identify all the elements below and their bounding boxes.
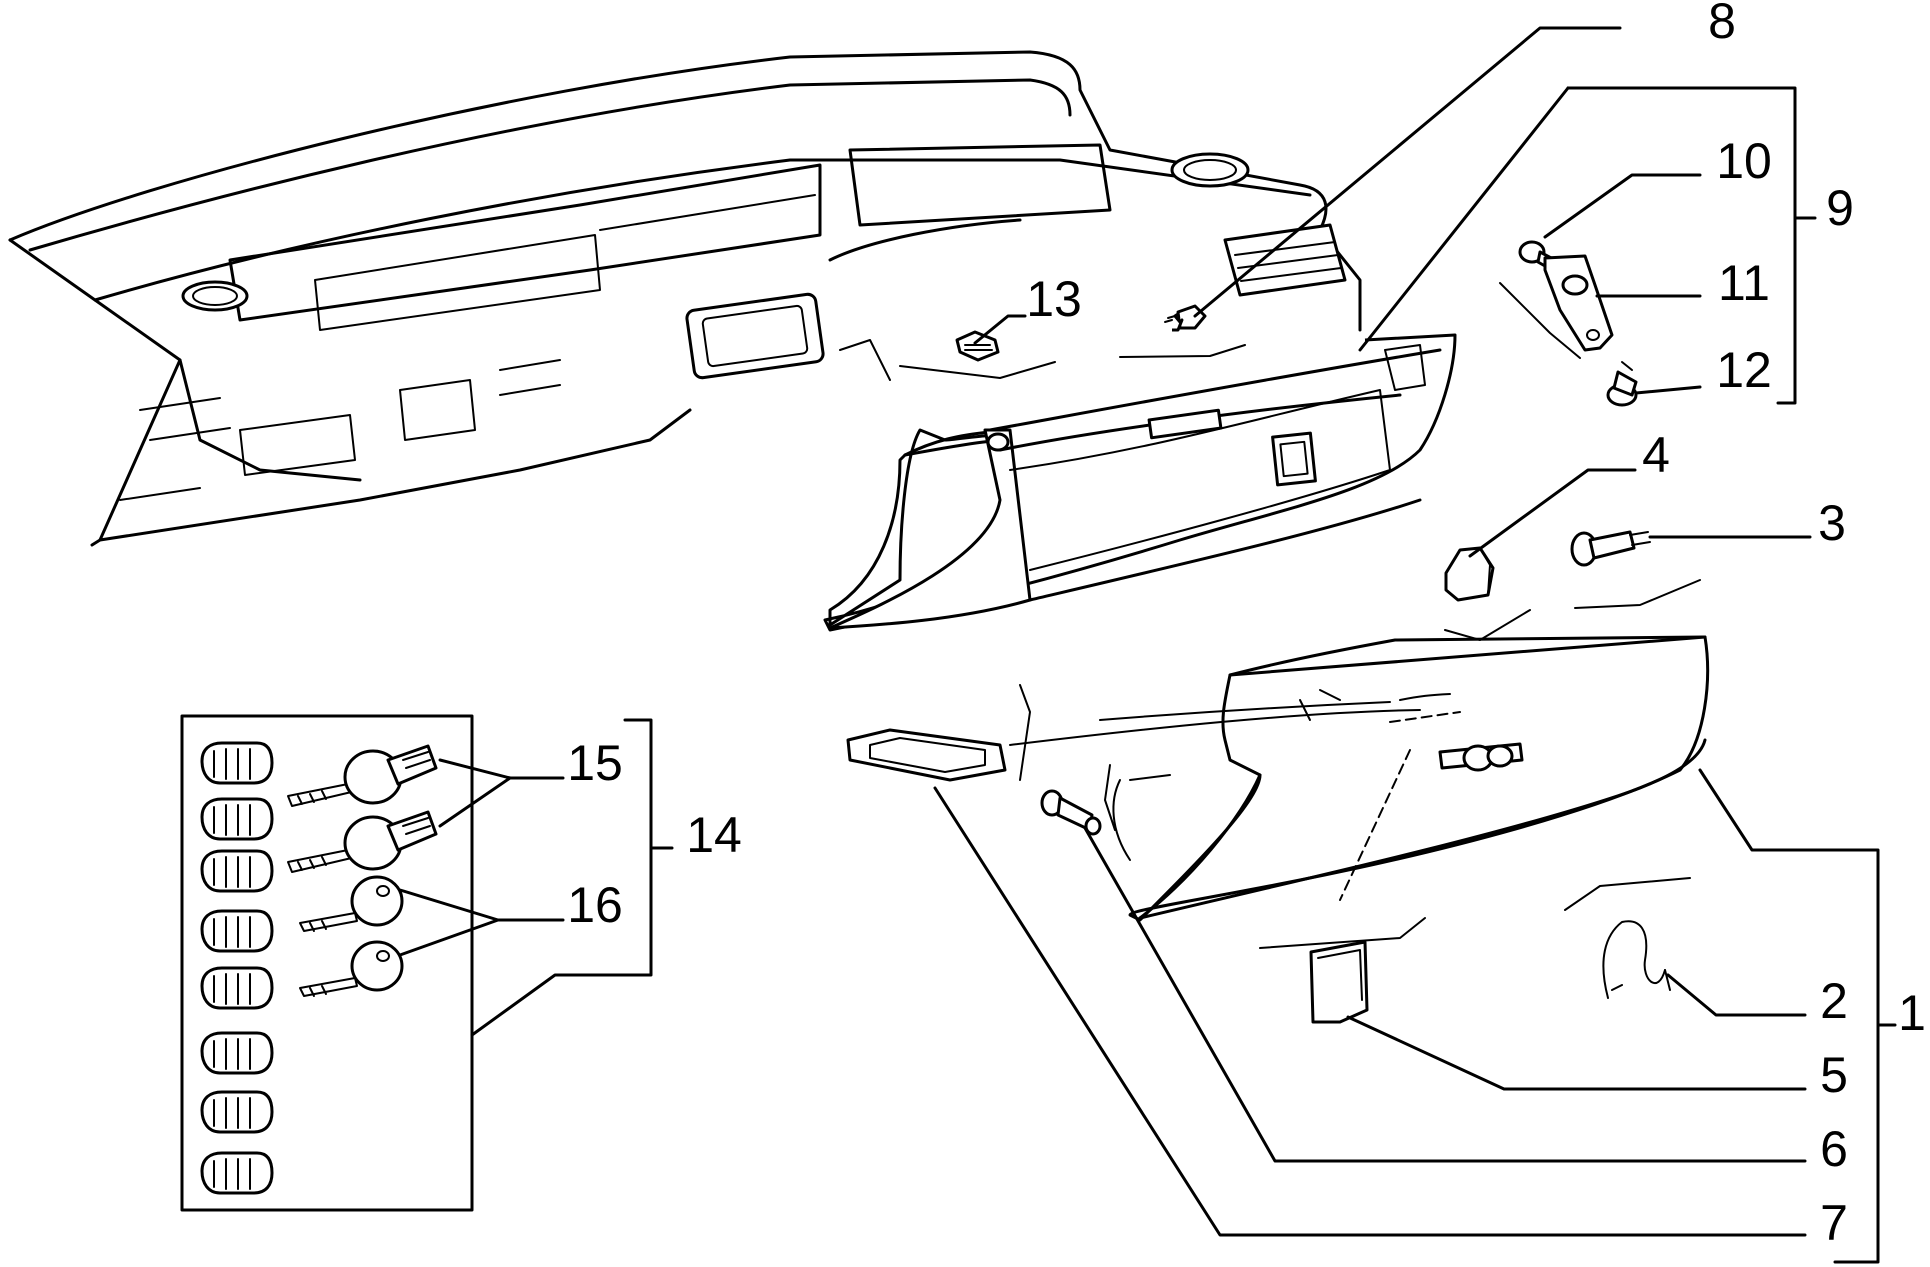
keys-plain bbox=[299, 875, 404, 997]
callout-labels: 8 9 10 11 12 13 4 3 2 1 5 6 7 15 16 14 bbox=[567, 0, 1926, 1251]
label-10: 10 bbox=[1716, 133, 1772, 189]
label-9: 9 bbox=[1826, 180, 1854, 236]
part-8-screw bbox=[1164, 304, 1207, 332]
part-3-pin bbox=[1570, 530, 1651, 567]
part-7-lamp bbox=[846, 728, 1007, 782]
label-4: 4 bbox=[1642, 427, 1670, 483]
part-6-bulb bbox=[1040, 789, 1102, 836]
dashboard-panel bbox=[8, 50, 1362, 547]
guide-lines bbox=[899, 282, 1701, 949]
glovebox-door bbox=[1112, 635, 1710, 922]
keys-with-tags bbox=[287, 744, 438, 873]
part-5-plate bbox=[1309, 940, 1369, 1024]
part-13-clip bbox=[955, 330, 1000, 362]
label-3: 3 bbox=[1818, 495, 1846, 551]
label-5: 5 bbox=[1820, 1047, 1848, 1103]
part-2-spring bbox=[1602, 920, 1671, 999]
label-1: 1 bbox=[1898, 985, 1926, 1041]
label-14: 14 bbox=[686, 807, 742, 863]
label-6: 6 bbox=[1820, 1121, 1848, 1177]
label-13: 13 bbox=[1026, 271, 1082, 327]
key-kit-box bbox=[180, 714, 474, 1212]
part-11-hinge bbox=[1543, 254, 1614, 352]
label-12: 12 bbox=[1716, 342, 1772, 398]
glovebox-frame bbox=[823, 333, 1457, 632]
label-11: 11 bbox=[1718, 255, 1770, 311]
label-2: 2 bbox=[1820, 973, 1848, 1029]
part-12-rivet bbox=[1606, 361, 1638, 407]
label-7: 7 bbox=[1820, 1195, 1848, 1251]
part-4-latch bbox=[1444, 546, 1495, 602]
label-15: 15 bbox=[567, 735, 623, 791]
lock-barrels bbox=[200, 741, 274, 1195]
leader-lines bbox=[398, 26, 1897, 1264]
label-16: 16 bbox=[567, 877, 623, 933]
label-8: 8 bbox=[1708, 0, 1736, 49]
